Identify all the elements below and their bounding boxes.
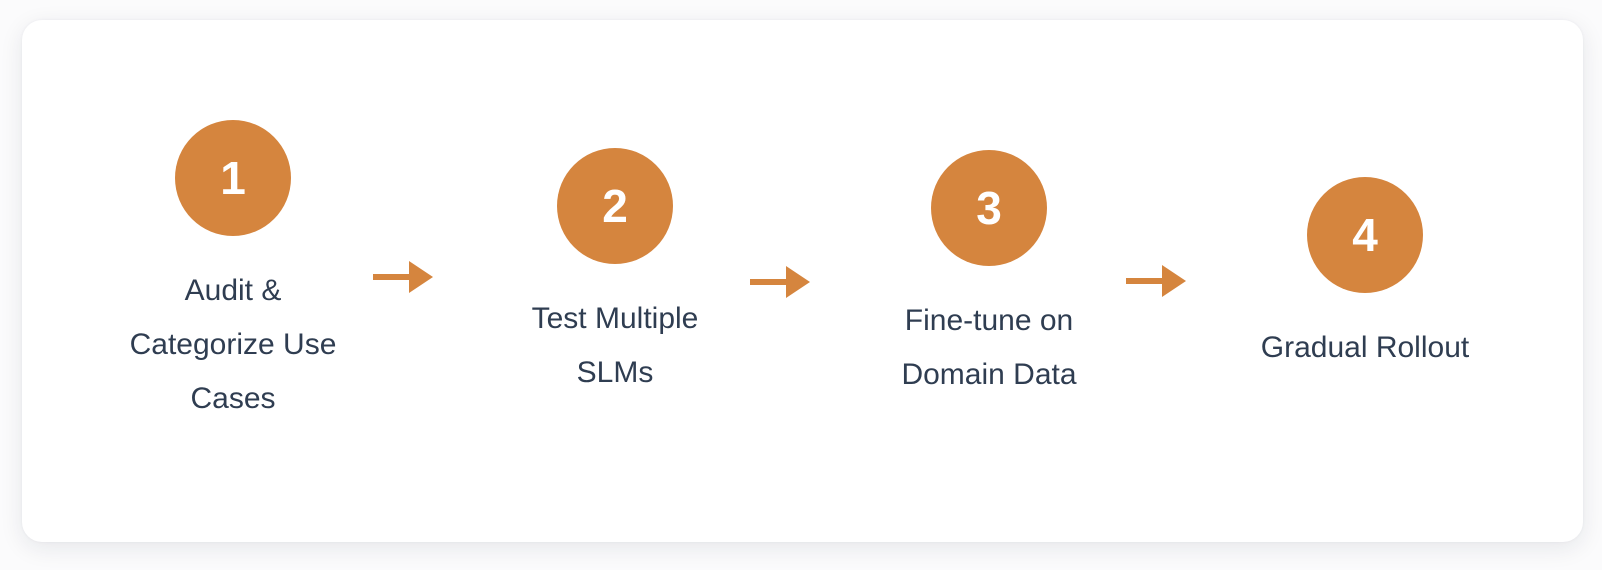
step-3-label-line-1: Fine-tune on	[904, 304, 1074, 337]
process-flow-card: 1 Audit & Categorize Use Cases 2 Test Mu…	[22, 20, 1583, 542]
step-1-label: Audit & Categorize Use Cases	[130, 264, 337, 426]
step-1-label-line-3: Cases	[190, 382, 276, 415]
arrow-right-icon	[1126, 265, 1186, 297]
step-3-number: 3	[976, 182, 1002, 234]
step-2-label-line-1: Test Multiple	[531, 302, 699, 335]
step-4-label-line-1: Gradual Rollout	[1260, 331, 1470, 364]
step-1-number: 1	[220, 152, 246, 204]
step-2-label: Test Multiple SLMs	[532, 292, 699, 400]
step-3-circle: 3	[931, 150, 1047, 266]
step-3-label-line-2: Domain Data	[901, 358, 1077, 391]
step-2: 2 Test Multiple SLMs	[465, 148, 765, 400]
step-1-label-line-1: Audit &	[184, 274, 282, 307]
step-2-circle: 2	[557, 148, 673, 264]
step-4-circle: 4	[1307, 177, 1423, 293]
step-2-number: 2	[602, 180, 628, 232]
arrow-right-icon	[373, 261, 433, 293]
step-4: 4 Gradual Rollout	[1215, 177, 1515, 375]
step-3-label: Fine-tune on Domain Data	[901, 294, 1076, 402]
step-1: 1 Audit & Categorize Use Cases	[83, 120, 383, 426]
step-4-number: 4	[1352, 209, 1378, 261]
step-1-label-line-2: Categorize Use	[129, 328, 337, 361]
arrow-right-icon	[750, 266, 810, 298]
step-4-label: Gradual Rollout	[1261, 321, 1469, 375]
step-2-label-line-2: SLMs	[576, 356, 654, 389]
step-1-circle: 1	[175, 120, 291, 236]
step-3: 3 Fine-tune on Domain Data	[839, 150, 1139, 402]
